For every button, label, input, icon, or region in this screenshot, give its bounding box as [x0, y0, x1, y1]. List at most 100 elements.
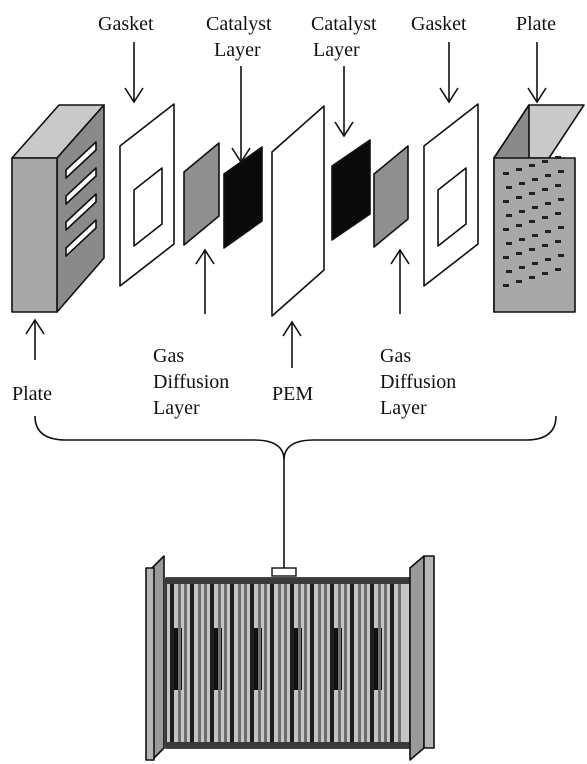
label-gdl-right-line3: Layer [380, 397, 427, 419]
stack-layers [166, 578, 410, 748]
flow-hole [532, 234, 538, 237]
flow-hole [503, 256, 509, 259]
label-gasket-left: Gasket [98, 13, 154, 35]
flow-hole [503, 284, 509, 287]
stack-layer [218, 584, 221, 744]
stack-layer [230, 584, 234, 744]
stack-layer [170, 584, 174, 744]
flow-hole [542, 188, 548, 191]
gasket-right [423, 103, 479, 287]
stack-layer [258, 584, 261, 744]
stack-layer [344, 584, 347, 744]
arrow-plate-right [527, 42, 547, 104]
flow-hole [519, 182, 525, 185]
plate-left-front [11, 157, 58, 313]
arrow-pem [282, 320, 302, 368]
flow-hole [542, 244, 548, 247]
stack-layer [264, 584, 267, 744]
flow-hole [503, 172, 509, 175]
flow-hole [506, 214, 512, 217]
stack-layer [244, 584, 247, 744]
flow-hole [529, 220, 535, 223]
flow-hole [519, 210, 525, 213]
flow-hole [545, 202, 551, 205]
stack-layer [278, 584, 281, 744]
arrow-catalyst-right [334, 66, 354, 138]
gasket-right-window [437, 167, 467, 247]
label-catalyst-left-line1: Catalyst [206, 13, 272, 35]
label-gdl-left-line3: Layer [153, 397, 200, 419]
catalyst-layer-left [223, 146, 263, 249]
label-pem: PEM [272, 383, 313, 405]
label-gdl-left-line2: Diffusion [153, 371, 229, 393]
stack-layer [210, 584, 214, 744]
flow-hole [503, 200, 509, 203]
plate-right [493, 104, 585, 313]
label-plate-left: Plate [12, 383, 52, 405]
label-catalyst-right-line2: Layer [313, 39, 360, 61]
flow-hole [529, 192, 535, 195]
gas-diffusion-layer-right [373, 145, 409, 248]
stack-layer [204, 584, 207, 744]
flow-hole [558, 170, 564, 173]
flow-hole [516, 168, 522, 171]
stack-layer [318, 584, 321, 744]
flow-hole [558, 254, 564, 257]
stack-layer [304, 584, 307, 744]
gasket-left-window [133, 167, 163, 247]
flow-hole [542, 272, 548, 275]
flow-hole [529, 248, 535, 251]
flow-hole [555, 212, 561, 215]
stack-layer [284, 584, 287, 744]
stack-layer [310, 584, 314, 744]
stack-layer [350, 584, 354, 744]
label-catalyst-right-line1: Catalyst [311, 13, 377, 35]
gasket-left [119, 103, 175, 287]
stack-layer [198, 584, 201, 744]
stack-bottom-edge [166, 742, 410, 748]
flow-hole [516, 280, 522, 283]
arrow-plate-left [25, 318, 45, 360]
flow-hole [506, 186, 512, 189]
stack-layer [358, 584, 361, 744]
flow-hole [558, 226, 564, 229]
stack-layer [364, 584, 367, 744]
flow-hole [519, 238, 525, 241]
flow-hole [503, 228, 509, 231]
gas-diffusion-layer-left [183, 142, 220, 246]
label-gdl-right-line1: Gas [380, 345, 411, 367]
stack-layer [378, 584, 381, 744]
label-plate-right: Plate [516, 13, 556, 35]
label-gasket-right: Gasket [411, 13, 467, 35]
stack-layer [190, 584, 194, 744]
flow-hole [529, 164, 535, 167]
flow-hole [555, 268, 561, 271]
stack-end-plate-right [409, 555, 425, 761]
stack-layer [270, 584, 274, 744]
flow-hole [519, 266, 525, 269]
stack-layer [290, 584, 294, 744]
flow-hole [542, 160, 548, 163]
grouping-brace [34, 415, 557, 461]
stack-layer [338, 584, 341, 744]
stack-layer [390, 584, 394, 744]
flow-hole [516, 196, 522, 199]
catalyst-layer-right [331, 139, 371, 241]
stack-layer [238, 584, 241, 744]
arrow-gdl-right [390, 248, 410, 314]
stack-top-edge [166, 578, 410, 584]
flow-hole [516, 252, 522, 255]
flow-hole [532, 178, 538, 181]
arrow-catalyst-left [231, 66, 251, 164]
plate-left [11, 104, 105, 313]
flow-hole-grid [503, 156, 564, 287]
flow-hole [545, 174, 551, 177]
label-gdl-right-line2: Diffusion [380, 371, 456, 393]
flow-hole [545, 258, 551, 261]
flow-hole [558, 198, 564, 201]
flow-hole [545, 230, 551, 233]
stack-layer [250, 584, 254, 744]
stack-layer [330, 584, 334, 744]
stack-layer [370, 584, 374, 744]
connector-tab [271, 567, 297, 577]
